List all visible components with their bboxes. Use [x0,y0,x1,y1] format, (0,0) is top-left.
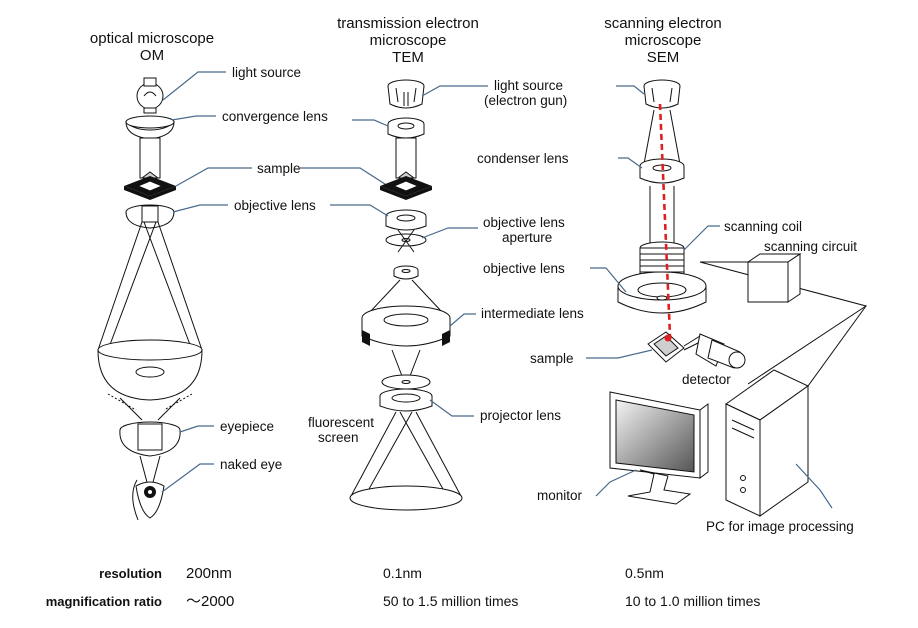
om-resolution-value: 200nm [186,565,232,582]
sample-label: sample [257,161,301,176]
sem-scanning-circuit-label: scanning circuit [764,239,857,254]
om-apparatus [97,77,203,521]
tem-title-line1: transmission electron [337,15,479,32]
tem-intermediate-lens-label: intermediate lens [481,306,584,321]
sem-magnification-value: 10 to 1.0 million times [625,593,760,609]
sem-sample-icon [647,331,685,363]
tem-condenser-icon [387,117,425,139]
om-sample-icon [124,176,176,200]
tem-intermediate-lens-icon [361,305,451,347]
om-eyepiece-icon [119,421,181,457]
sem-electron-beam [658,103,672,337]
om-image-bowl [97,339,203,401]
om-convergence-lens-icon [125,115,175,140]
sem-condenser-lens-label: condenser lens [477,151,569,166]
magnification-row-label: magnification ratio [46,594,162,609]
sem-objective-lens-label: objective lens [483,261,565,276]
tem-electron-gun-label: (electron gun) [484,93,567,108]
tem-fluorescent-screen-icon [349,485,463,511]
tem-projector-lens-label: projector lens [480,408,561,423]
om-light-source-label: light source [232,65,301,80]
om-magnification-value: ～2000 [186,593,234,610]
sem-pc-icon [725,369,809,517]
tem-objective-lens-icon [385,209,427,231]
sem-apparatus [609,79,868,517]
om-title-line2: OM [140,47,164,64]
om-convergence-lens-label: convergence lens [222,109,328,124]
tem-projector-lens-icon [379,374,433,412]
tem-resolution-value: 0.1nm [383,565,422,581]
tem-title-line3: TEM [392,49,424,66]
tem-magnification-value: 50 to 1.5 million times [383,593,518,609]
tem-objective-aperture-label-line2: aperture [502,230,552,245]
om-naked-eye-label: naked eye [220,457,282,472]
sem-title-line3: SEM [647,49,680,66]
sem-monitor-label: monitor [537,488,583,503]
sem-detector-label: detector [682,372,731,387]
sem-scanning-coil-label: scanning coil [724,219,802,234]
sem-scanning-circuit-icon [746,253,802,303]
tem-fluorescent-label-line2: screen [318,430,359,445]
om-eyepiece-label: eyepiece [220,419,274,434]
om-bulb-icon [136,77,164,114]
sem-pc-label: PC for image processing [706,519,854,534]
tem-objective-aperture-label-line1: objective lens [483,215,565,230]
om-title-line1: optical microscope [90,30,214,47]
tem-sample-icon [380,176,432,200]
om-eye-icon [132,479,165,521]
sem-title-line1: scanning electron [604,15,722,32]
resolution-row-label: resolution [99,566,162,581]
om-objective-lens-label: objective lens [234,198,316,213]
tem-aperture-icon [385,229,427,253]
tem-light-source-label: light source [494,78,563,93]
sem-resolution-value: 0.5nm [625,565,664,581]
sem-detector-icon [683,333,746,369]
tem-apparatus [349,79,463,511]
sem-objective-lens-icon [617,271,707,314]
om-objective-lens-icon [125,204,175,229]
sem-sample-label: sample [530,351,574,366]
tem-ring-icon [393,265,419,280]
sem-title-line2: microscope [625,32,702,49]
sem-monitor-icon [609,391,709,505]
tem-electron-gun-icon [387,79,425,109]
tem-fluorescent-label-line1: fluorescent [308,415,374,430]
tem-title-line2: microscope [370,32,447,49]
sem-electron-gun-icon [643,79,681,109]
